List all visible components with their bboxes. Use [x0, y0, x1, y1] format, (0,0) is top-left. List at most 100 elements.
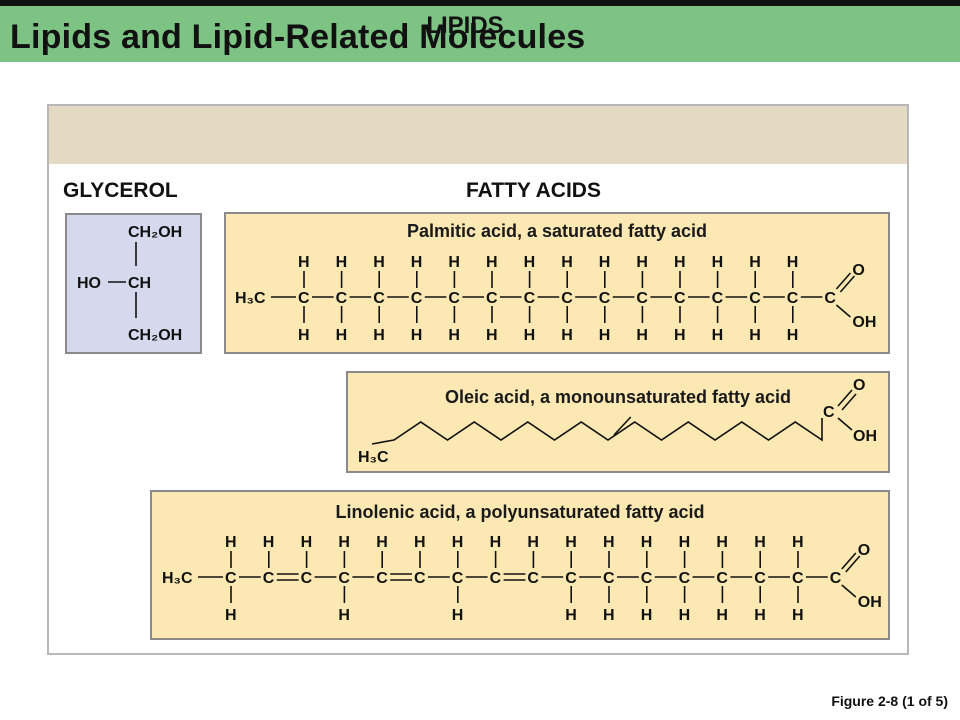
linolenic-carbon: C	[754, 570, 766, 587]
linolenic-hydrogen-top: H	[225, 534, 237, 551]
palmitic-hydrogen-top: H	[787, 254, 799, 271]
oleic-acid-title: Oleic acid, a monounsaturated fatty acid	[444, 387, 792, 407]
linolenic-hydrogen-bottom: H	[754, 607, 766, 624]
linolenic-hydrogen-top: H	[338, 534, 350, 551]
linolenic-carbonyl-bond	[841, 552, 857, 570]
linolenic-hydrogen-bottom: H	[641, 607, 653, 624]
oleic-carboxyl-oxygen: O	[853, 377, 865, 394]
glycerol-center-group: CH	[128, 275, 151, 292]
palmitic-hydrogen-bottom: H	[298, 327, 310, 344]
palmitic-carbon: C	[486, 290, 498, 307]
linolenic-carbon: C	[792, 570, 804, 587]
linolenic-hydrogen-top: H	[527, 534, 539, 551]
slide-title: Lipids and Lipid-Related Molecules	[10, 18, 586, 56]
palmitic-carbon: C	[411, 290, 423, 307]
glycerol-side-group: HO	[77, 275, 101, 292]
linolenic-acid-title: Linolenic acid, a polyunsaturated fatty …	[335, 502, 705, 522]
palmitic-carboxyl-oxygen: O	[852, 262, 864, 279]
linolenic-carbon: C	[565, 570, 577, 587]
palmitic-hydrogen-top: H	[373, 254, 385, 271]
linolenic-methyl: H₃C	[162, 570, 193, 587]
linolenic-carbon: C	[603, 570, 615, 587]
oleic-hydroxyl: OH	[853, 428, 877, 445]
palmitic-hydrogen-top: H	[524, 254, 536, 271]
linolenic-carbon: C	[338, 570, 350, 587]
linolenic-hydrogen-top: H	[603, 534, 615, 551]
oleic-carboxyl-carbon: C	[823, 404, 835, 421]
palmitic-hydrogen-top: H	[674, 254, 686, 271]
linolenic-carbon: C	[263, 570, 275, 587]
linolenic-carbon: C	[414, 570, 426, 587]
palmitic-hydrogen-bottom: H	[486, 327, 498, 344]
title-bar: Lipids and Lipid-Related Molecules	[0, 6, 960, 62]
palmitic-hydroxyl: OH	[852, 314, 876, 331]
figure-caption: Figure 2-8 (1 of 5)	[831, 693, 948, 709]
linolenic-hydrogen-top: H	[263, 534, 275, 551]
palmitic-carbon: C	[712, 290, 724, 307]
linolenic-carbon: C	[490, 570, 502, 587]
palmitic-carbon: C	[373, 290, 385, 307]
palmitic-hydrogen-top: H	[298, 254, 310, 271]
linolenic-hydrogen-bottom: H	[603, 607, 615, 624]
palmitic-carbon: C	[787, 290, 799, 307]
linolenic-hydrogen-bottom: H	[792, 607, 804, 624]
palmitic-hydrogen-top: H	[411, 254, 423, 271]
palmitic-hydrogen-top: H	[749, 254, 761, 271]
glycerol-top-group: CH₂OH	[128, 224, 182, 241]
linolenic-carbon: C	[452, 570, 464, 587]
linolenic-carbon: C	[716, 570, 728, 587]
linolenic-carbonyl-bond	[845, 555, 861, 573]
palmitic-hydroxyl-bond	[835, 304, 851, 318]
linolenic-carboxyl-oxygen: O	[858, 542, 870, 559]
linolenic-carbon: C	[527, 570, 539, 587]
linolenic-acid-box: Linolenic acid, a polyunsaturated fatty …	[150, 490, 890, 640]
linolenic-hydrogen-top: H	[414, 534, 426, 551]
palmitic-hydrogen-bottom: H	[524, 327, 536, 344]
linolenic-hydroxyl-bond	[841, 584, 857, 598]
top-rule	[0, 0, 960, 6]
palmitic-hydrogen-top: H	[712, 254, 724, 271]
oleic-double-bond	[613, 416, 632, 436]
palmitic-hydrogen-top: H	[599, 254, 611, 271]
linolenic-hydrogen-top: H	[792, 534, 804, 551]
oleic-carbon-chain	[371, 418, 823, 445]
linolenic-carbon: C	[376, 570, 388, 587]
palmitic-hydrogen-bottom: H	[336, 327, 348, 344]
oleic-carbonyl-bond	[841, 393, 857, 411]
palmitic-carbon: C	[524, 290, 536, 307]
linolenic-carbon: C	[641, 570, 653, 587]
palmitic-carbonyl-bond	[835, 272, 852, 290]
panel-header	[49, 106, 907, 164]
palmitic-carbon: C	[599, 290, 611, 307]
palmitic-hydrogen-bottom: H	[561, 327, 573, 344]
palmitic-hydrogen-bottom: H	[636, 327, 648, 344]
palmitic-carbon: C	[561, 290, 573, 307]
palmitic-acid-title: Palmitic acid, a saturated fatty acid	[406, 221, 708, 241]
palmitic-hydrogen-top: H	[636, 254, 648, 271]
oleic-carbonyl-bond	[837, 389, 853, 407]
linolenic-hydrogen-bottom: H	[338, 607, 350, 624]
linolenic-hydrogen-top: H	[641, 534, 653, 551]
linolenic-carbon: C	[301, 570, 313, 587]
palmitic-hydrogen-bottom: H	[599, 327, 611, 344]
palmitic-carbon: C	[749, 290, 761, 307]
palmitic-hydrogen-bottom: H	[373, 327, 385, 344]
linolenic-hydrogen-top: H	[754, 534, 766, 551]
palmitic-carbon: C	[336, 290, 348, 307]
linolenic-hydrogen-top: H	[452, 534, 464, 551]
linolenic-hydrogen-bottom: H	[679, 607, 691, 624]
linolenic-hydrogen-top: H	[679, 534, 691, 551]
palmitic-carbon: C	[298, 290, 310, 307]
palmitic-acid-box: Palmitic acid, a saturated fatty acid	[224, 212, 890, 354]
linolenic-hydrogen-top: H	[716, 534, 728, 551]
palmitic-carbon: C	[448, 290, 460, 307]
palmitic-hydrogen-bottom: H	[749, 327, 761, 344]
palmitic-carbon: C	[674, 290, 686, 307]
oleic-hydroxyl-bond	[837, 417, 853, 431]
palmitic-carbon: C	[636, 290, 648, 307]
linolenic-hydrogen-top: H	[301, 534, 313, 551]
